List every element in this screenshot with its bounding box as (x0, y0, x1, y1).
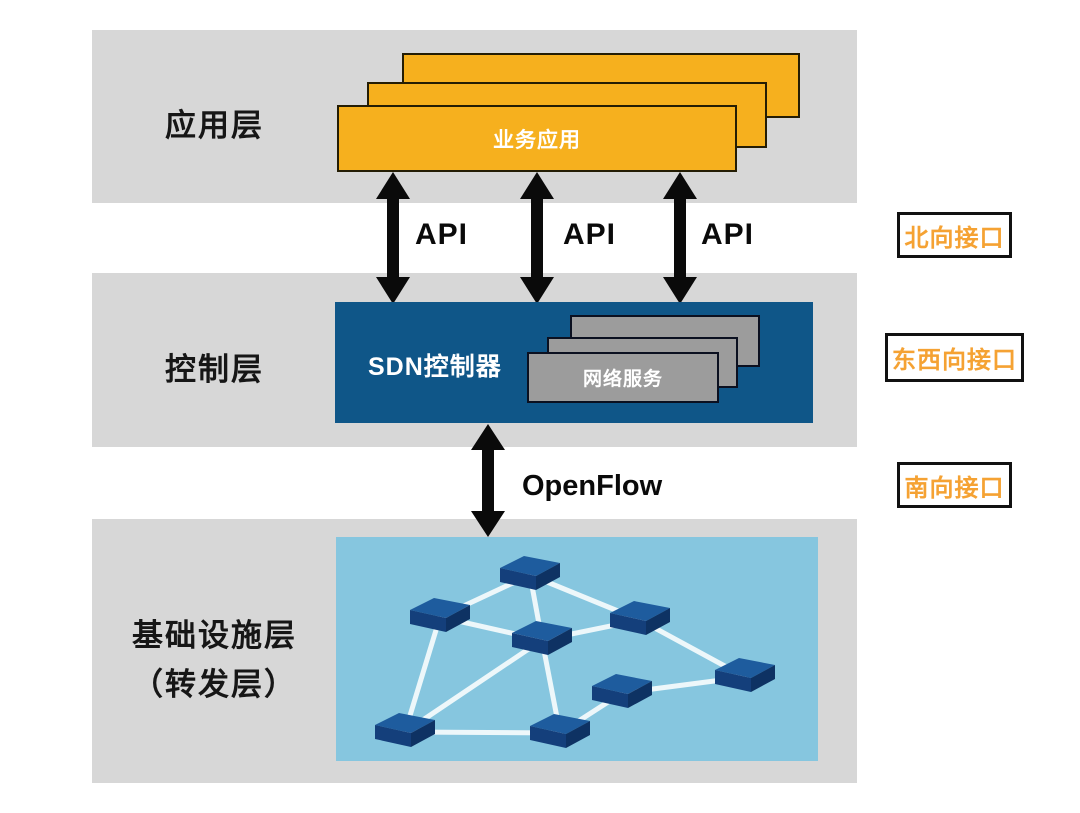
network-service-box-front: 网络服务 (527, 352, 719, 403)
application-layer-title: 应用层 (165, 108, 264, 143)
switch-node-face (715, 658, 775, 678)
switch-node-face (500, 568, 536, 590)
switch-node-face (628, 681, 652, 708)
infrastructure-layer-title: 基础设施层 （转发层） (92, 611, 337, 709)
switch-node-face (512, 633, 548, 655)
switch-node-face (530, 726, 566, 748)
switch-node (592, 674, 652, 708)
network-service-label: 网络服务 (582, 369, 663, 390)
northbound-interface-label: 北向接口 (897, 212, 1012, 258)
switch-node-face (646, 608, 670, 635)
infrastructure-layer-title-line1: 基础设施层 (132, 618, 297, 653)
switch-node-face (548, 628, 572, 655)
topology-link (402, 637, 545, 735)
switch-node-face (566, 721, 590, 748)
business-app-label: 业务应用 (493, 128, 581, 152)
sdn-controller-label: SDN控制器 (368, 353, 502, 381)
switch-node (410, 598, 470, 632)
switch-node-face (410, 598, 470, 618)
topology-link (402, 614, 443, 735)
api-label-2: API (563, 218, 617, 251)
switch-node-face (512, 621, 572, 641)
control-layer-title: 控制层 (165, 352, 264, 387)
api-arrow-3 (663, 172, 697, 304)
api-arrow-1 (376, 172, 410, 304)
api-label-3: API (701, 218, 755, 251)
switch-node (610, 601, 670, 635)
switch-node-face (751, 665, 775, 692)
business-app-box-front: 业务应用 (337, 105, 737, 172)
switch-node (530, 714, 590, 748)
switch-node-face (375, 725, 411, 747)
switch-node (375, 713, 435, 747)
eastwest-interface-text: 东西向接口 (892, 347, 1017, 374)
northbound-interface-text: 北向接口 (904, 224, 1005, 252)
switch-node-face (411, 720, 435, 747)
openflow-label: OpenFlow (522, 470, 663, 502)
switch-node-face (375, 713, 435, 733)
switch-node-face (530, 714, 590, 734)
switch-node-face (592, 686, 628, 708)
api-label-1: API (415, 218, 469, 251)
switch-node-face (410, 610, 446, 632)
southbound-interface-label: 南向接口 (897, 462, 1012, 508)
topology-svg (336, 537, 818, 761)
switch-node-face (715, 670, 751, 692)
switch-node-face (500, 556, 560, 576)
switch-node-face (536, 563, 560, 590)
switch-node (512, 621, 572, 655)
openflow-arrow (471, 424, 505, 537)
switch-node (715, 658, 775, 692)
switch-node-face (610, 613, 646, 635)
eastwest-interface-label: 东西向接口 (885, 333, 1024, 382)
switch-node-face (446, 605, 470, 632)
infrastructure-layer-title-line2: （转发层） (132, 667, 297, 702)
api-arrow-2 (520, 172, 554, 304)
switch-node-face (610, 601, 670, 621)
switch-node (500, 556, 560, 590)
southbound-interface-text: 南向接口 (904, 474, 1005, 502)
switch-node-face (592, 674, 652, 694)
